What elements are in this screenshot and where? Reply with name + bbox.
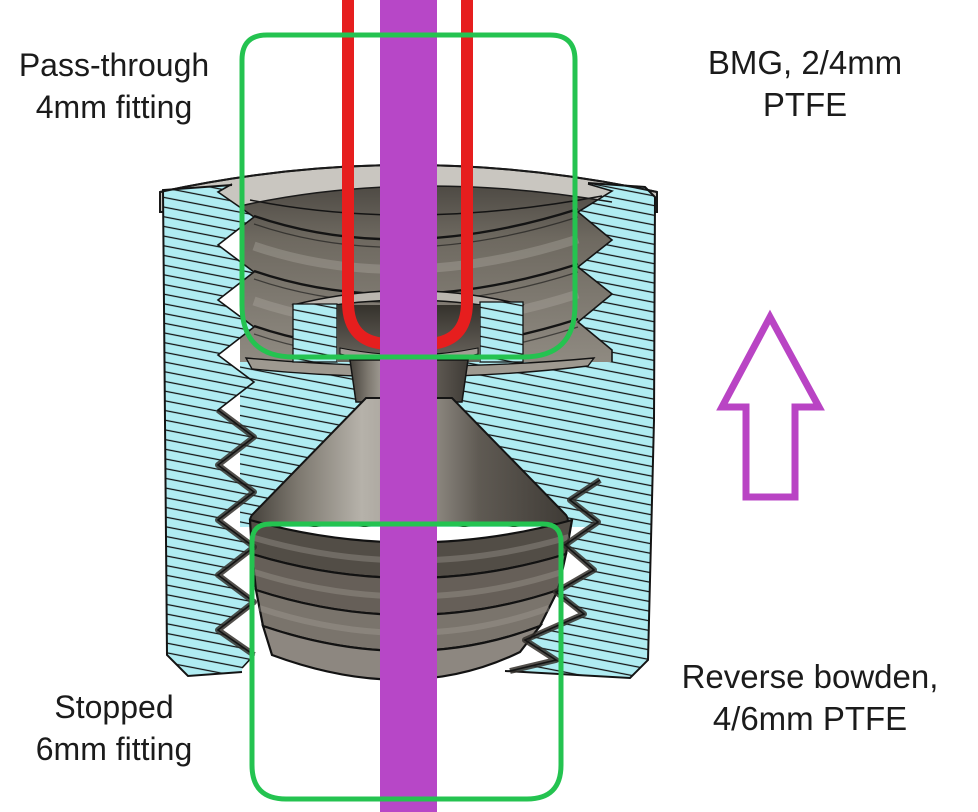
annotation-stopped-fitting: Stopped 6mm fitting [8, 686, 220, 770]
hatch-right-column [505, 183, 655, 678]
annotation-line: BMG, 2/4mm [707, 44, 903, 81]
annotation-line: Stopped [54, 689, 174, 725]
annotation-line: Reverse bowden, [681, 658, 939, 695]
annotation-line: PTFE [762, 86, 848, 123]
annotation-line: 4/6mm PTFE [712, 700, 908, 737]
hatch-boss-left [292, 303, 338, 363]
highlight-box-top-fitting [239, 32, 578, 360]
annotation-bmg-ptfe: BMG, 2/4mm PTFE [660, 42, 950, 126]
highlight-box-bottom-fitting [249, 521, 564, 802]
hatch-boss-right [479, 301, 524, 363]
up-arrow-icon [716, 309, 825, 501]
annotation-reverse-bowden: Reverse bowden, 4/6mm PTFE [645, 656, 975, 740]
annotation-line: 6mm fitting [35, 731, 193, 767]
annotation-pass-through-fitting: Pass-through 4mm fitting [6, 44, 222, 128]
annotation-line: 4mm fitting [35, 89, 193, 125]
hatch-left-column [163, 185, 254, 676]
annotation-line: Pass-through [18, 47, 210, 83]
filament-bar [380, 0, 437, 812]
coupler-body [159, 164, 658, 681]
